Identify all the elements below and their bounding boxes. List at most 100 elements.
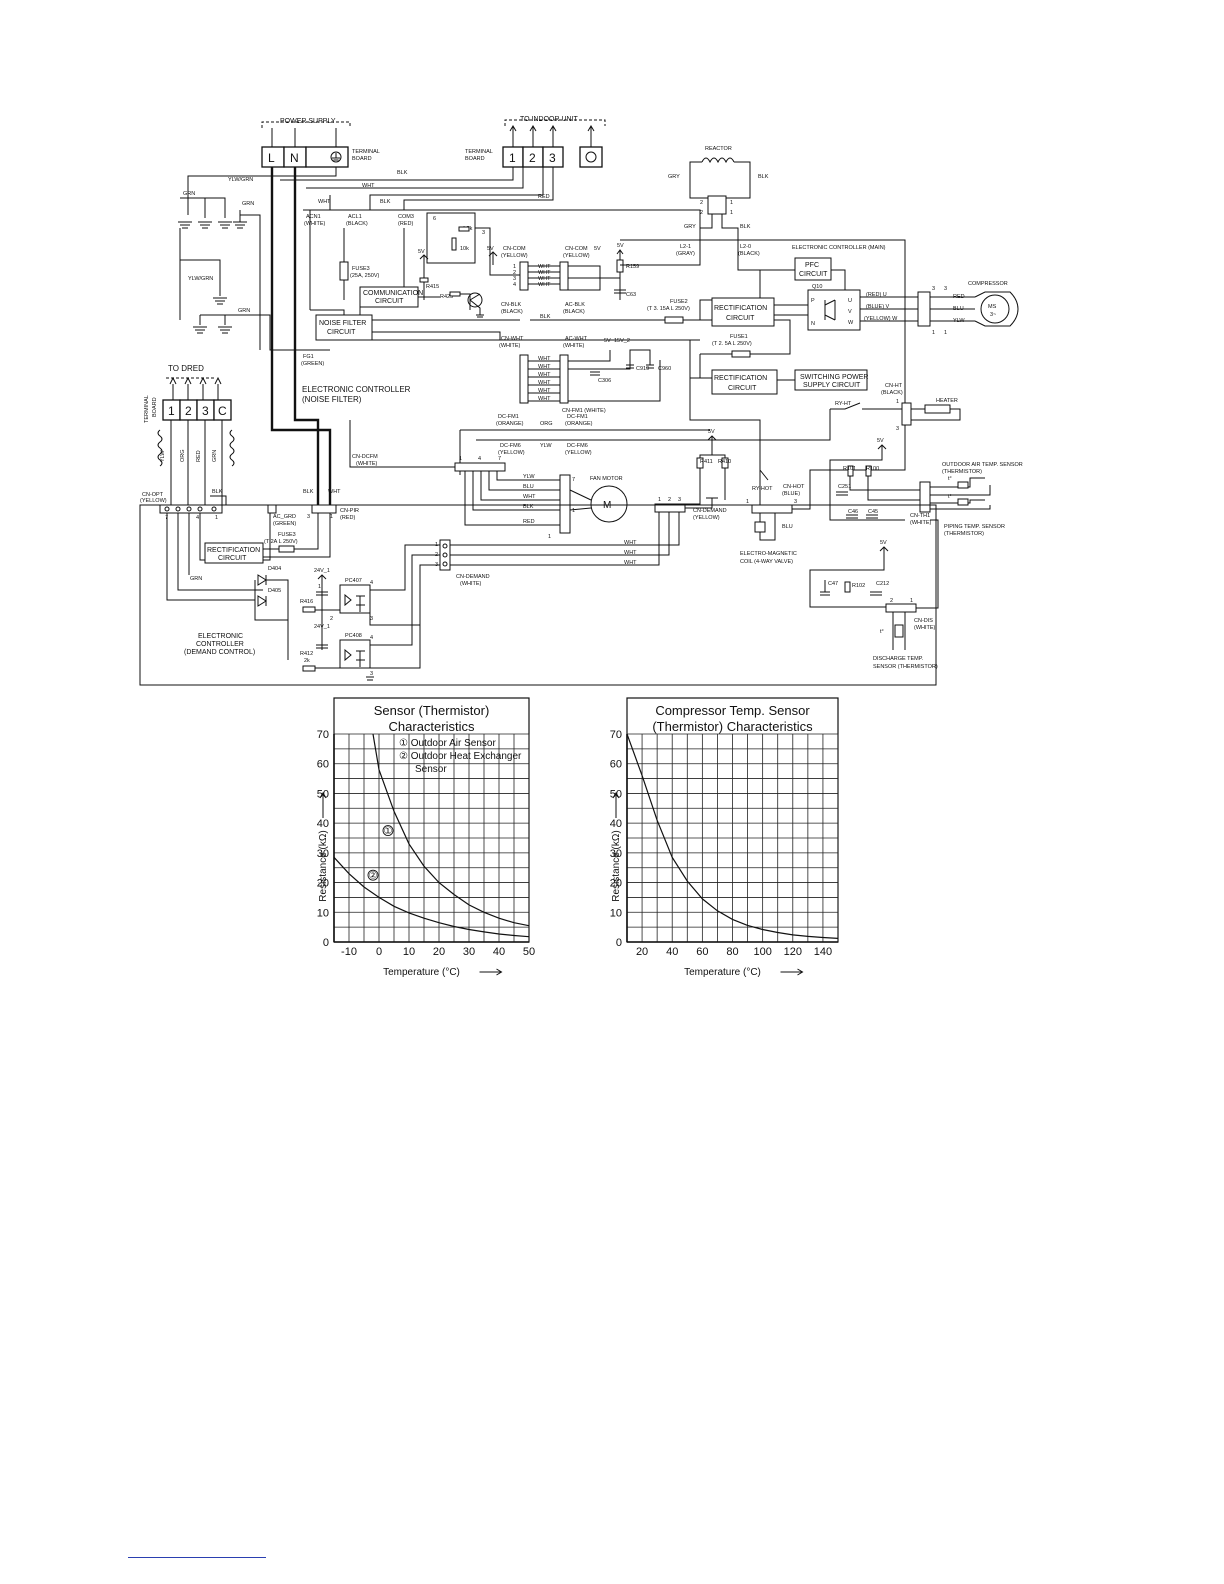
wht-6: WHT (538, 364, 551, 370)
svg-text:4: 4 (478, 456, 481, 462)
v5-label-2: 5V (487, 246, 494, 252)
x-tick-label: 140 (814, 946, 832, 958)
cn-dcfm-label: CN-DCFM (352, 454, 378, 460)
svg-text:7: 7 (572, 477, 575, 483)
series-line-2 (334, 856, 529, 938)
reactor-label: REACTOR (705, 146, 732, 152)
indoor-terminal-ground (579, 146, 603, 168)
svg-text:3: 3 (896, 426, 899, 432)
x-tick-label: -10 (341, 946, 357, 958)
x-tick-label: 120 (784, 946, 802, 958)
dred-c: C (218, 404, 227, 418)
fuse2-label: FUSE2 (670, 299, 688, 305)
cn-blk-label: CN-BLK (501, 302, 522, 308)
uvw-u: (RED) U (866, 292, 887, 298)
x-tick-label: 100 (753, 946, 771, 958)
ylw-label: YLW (540, 443, 552, 449)
noise-filter-box (315, 314, 373, 341)
indoor-terminal-1-label: 1 (509, 151, 516, 165)
svg-text:3: 3 (794, 499, 797, 505)
pfc-label: PFC (805, 262, 819, 269)
wht-9: WHT (538, 388, 551, 394)
svg-text:1: 1 (730, 210, 733, 216)
ac-grd-label: AC_GRD (273, 514, 296, 520)
ec-noise-filter-label-2: (NOISE FILTER) (302, 395, 362, 404)
dc-fm1-sub: (ORANGE) (496, 421, 524, 427)
communication-circuit-label-2: CIRCUIT (375, 298, 404, 305)
switching-power-label-2: SUPPLY CIRCUIT (803, 382, 861, 389)
l2-1-sub: (GRAY) (676, 251, 695, 257)
wire-ylw-grn-label: YLW/GRN (228, 177, 253, 183)
x-tick-label: 10 (403, 946, 415, 958)
y-tick-label: 0 (323, 937, 329, 949)
svg-text:3: 3 (932, 286, 935, 292)
dred-1: 1 (168, 404, 175, 418)
heater-icon (924, 404, 951, 414)
ry-ht-label: RY-HT (835, 401, 852, 407)
y-axis-arrow (319, 792, 327, 818)
cn-fm1-label: CN-FM1 (WHITE) (562, 408, 606, 414)
svg-text:2: 2 (700, 210, 703, 216)
y-tick-label: 70 (610, 729, 622, 741)
series-marker (382, 825, 394, 837)
ac-blk-label: AC-BLK (565, 302, 585, 308)
y-tick-label: 40 (610, 818, 622, 830)
piping-thermistor (957, 498, 969, 506)
wire-wht-label-2: WHT (318, 199, 331, 205)
v15-label: 15V_2 (614, 338, 630, 344)
x-tick-label: 60 (696, 946, 708, 958)
chart-title: Compressor Temp. Sensor (655, 703, 810, 718)
main-wiring: YLW/GRN BLK WHT RED WHT BLK (187, 167, 701, 505)
pir-blk: BLK (303, 489, 314, 495)
x-axis-arrow (780, 968, 804, 976)
svg-text:1: 1 (459, 456, 462, 462)
indoor-terminal-2-label: 2 (529, 151, 536, 165)
cn-com2-sub: (YELLOW) (563, 253, 590, 259)
rectification-2-label: RECTIFICATION (714, 375, 767, 382)
wire-blk-label: BLK (397, 170, 408, 176)
fuse2 (664, 316, 684, 324)
svg-text:3: 3 (678, 497, 681, 503)
y-tick-label: 30 (317, 848, 329, 860)
svg-text:6: 6 (433, 216, 436, 222)
dred-red: RED (196, 450, 202, 462)
reactor-blk-2: BLK (740, 224, 751, 230)
r415-label: R415 (426, 284, 439, 290)
pir-wht: WHT (328, 489, 341, 495)
r411-label: R411 (700, 459, 713, 465)
fuse3-rating: (25A, 250V) (350, 273, 380, 279)
wire-red-label: RED (538, 194, 550, 200)
grn-label-2: GRN (242, 201, 254, 207)
to-dred-label: TO DRED (168, 364, 204, 373)
fuse2-rating: (T 3. 15A L 250V) (647, 306, 690, 312)
svg-text:2: 2 (330, 616, 333, 622)
svg-text:1: 1 (944, 330, 947, 336)
cn-demand-label: CN-DEMAND (693, 508, 727, 514)
x-tick-label: 20 (636, 946, 648, 958)
pc408-label: PC408 (345, 633, 362, 639)
svg-text:3: 3 (944, 286, 947, 292)
x-axis-arrow (479, 968, 503, 976)
v5-label-4: 5V (617, 243, 624, 249)
ac-wht-sub: (WHITE) (563, 343, 585, 349)
demand-controller-outline (139, 504, 937, 686)
wht-8: WHT (538, 380, 551, 386)
fan-wht: WHT (523, 494, 536, 500)
c46-label: C46 (848, 509, 858, 515)
fuse1 (731, 350, 751, 358)
fuse1-label: FUSE1 (730, 334, 748, 340)
y-tick-label: 70 (317, 729, 329, 741)
series-line-1 (372, 734, 529, 927)
svg-text:1: 1 (215, 515, 218, 521)
svg-text:1: 1 (435, 542, 438, 548)
svg-text:U: U (848, 298, 852, 304)
y-axis-arrow (612, 792, 620, 818)
dc-fm1b-sub: (ORANGE) (565, 421, 593, 427)
d405-icon (257, 595, 267, 607)
sensor-section: 5V R101 R100 C251 C46 C45 CN-TH1 (WHITE)… (809, 438, 1023, 670)
indoor-terminal-section: TO INDOOR UNIT 1 2 3 TERMINAL BOARD (465, 116, 606, 168)
dred-3: 3 (202, 404, 209, 418)
cn-hot-connector (751, 504, 793, 514)
dc-fm6-label: DC-FM6 (500, 443, 521, 449)
